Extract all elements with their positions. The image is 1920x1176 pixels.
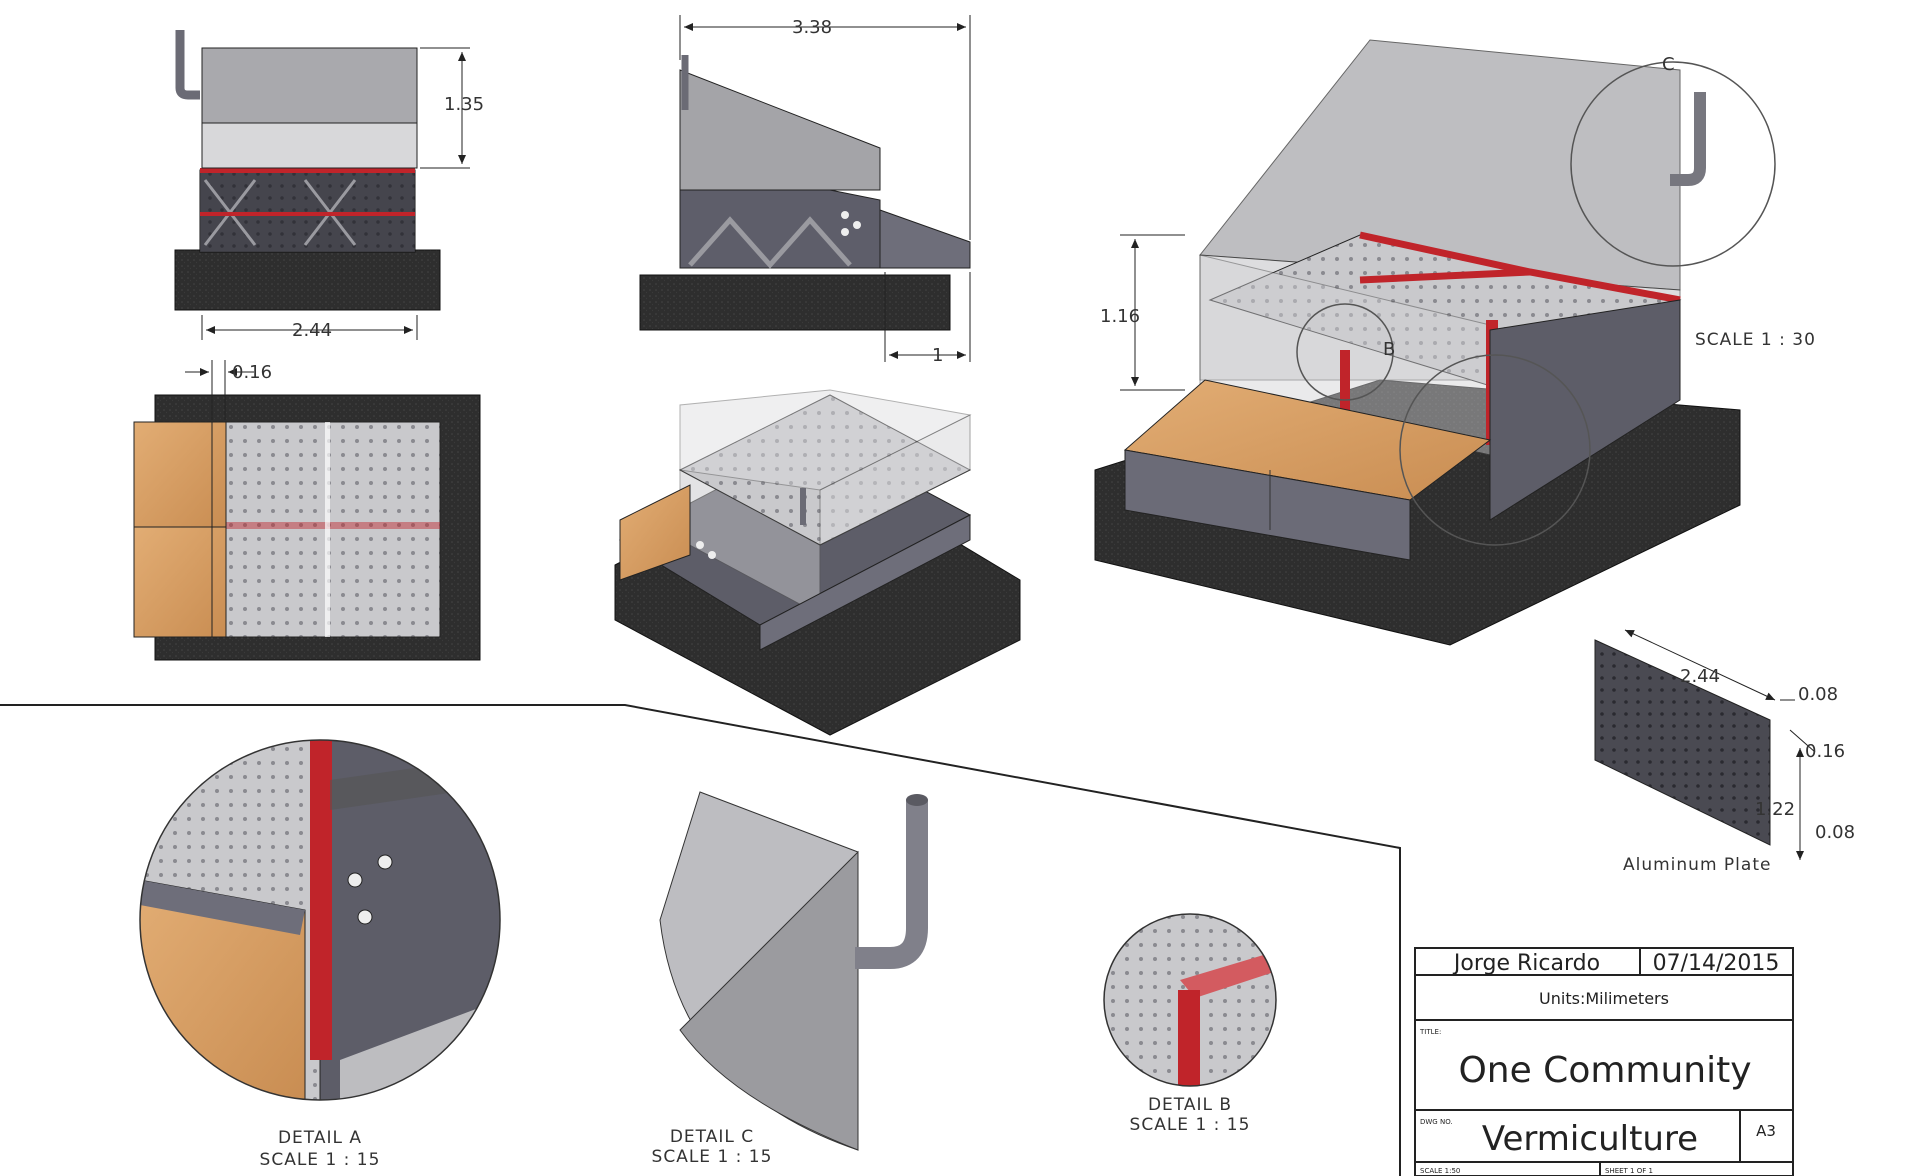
sheet-size: A3 bbox=[1756, 1122, 1776, 1140]
top-offset-dim: 0.16 bbox=[232, 362, 272, 383]
title-field-label: TITLE: bbox=[1419, 1028, 1441, 1036]
iso-height-dim: 1.16 bbox=[1100, 306, 1140, 327]
drawing-date: 07/14/2015 bbox=[1653, 951, 1780, 976]
front-view: 1.35 2.44 bbox=[174, 30, 484, 341]
side-offset-dim: 1 bbox=[932, 345, 943, 366]
units-note: Units:Milimeters bbox=[1539, 989, 1669, 1008]
detail-c: DETAIL C SCALE 1 : 15 bbox=[652, 791, 928, 1167]
iso-scale-note: SCALE 1 : 30 bbox=[1695, 330, 1816, 350]
plate-length-dim: 2.44 bbox=[1680, 666, 1720, 687]
plate-dim-4: 0.08 bbox=[1815, 822, 1855, 843]
detail-b-title: DETAIL B bbox=[1148, 1095, 1232, 1115]
detail-a: DETAIL A SCALE 1 : 15 bbox=[139, 739, 501, 1170]
plate-dim-2: 0.16 bbox=[1805, 741, 1845, 762]
scale-field: SCALE 1:50 bbox=[1420, 1167, 1460, 1175]
front-width-dim: 2.44 bbox=[292, 320, 332, 341]
iso-detail-b-tag: B bbox=[1383, 339, 1395, 360]
project-name: One Community bbox=[1458, 1050, 1751, 1091]
plate-dim-1: 0.08 bbox=[1798, 684, 1838, 705]
detail-b: DETAIL B SCALE 1 : 15 bbox=[1103, 913, 1277, 1135]
dwg-no-label: DWG NO. bbox=[1420, 1118, 1453, 1126]
sheet-field: SHEET 1 OF 1 bbox=[1605, 1167, 1653, 1175]
title-block: Jorge Ricardo 07/14/2015 Units:Milimeter… bbox=[1414, 947, 1794, 1176]
aluminum-plate-view: 2.44 0.08 0.16 1.22 0.08 Aluminum Plate bbox=[1594, 629, 1855, 875]
detail-c-scale: SCALE 1 : 15 bbox=[652, 1147, 773, 1167]
detail-a-title: DETAIL A bbox=[278, 1128, 362, 1148]
side-length-dim: 3.38 bbox=[792, 17, 832, 38]
detail-a-scale: SCALE 1 : 15 bbox=[260, 1150, 381, 1170]
author-name: Jorge Ricardo bbox=[1452, 951, 1600, 976]
top-view: 0.16 bbox=[133, 360, 481, 661]
plate-dim-3: 1.22 bbox=[1755, 799, 1795, 820]
detail-separator-lines bbox=[0, 704, 1401, 1176]
plate-title: Aluminum Plate bbox=[1623, 855, 1771, 875]
detail-c-title: DETAIL C bbox=[670, 1127, 754, 1147]
side-view: 3.38 1 bbox=[639, 15, 971, 366]
detail-b-scale: SCALE 1 : 15 bbox=[1130, 1115, 1251, 1135]
front-height-dim: 1.35 bbox=[444, 94, 484, 115]
small-iso-view bbox=[614, 389, 1021, 736]
drawing-name: Vermiculture bbox=[1482, 1119, 1698, 1159]
iso-detail-c-tag: C bbox=[1662, 54, 1675, 75]
large-iso-view: C B 1.16 SCALE 1 : 30 bbox=[1094, 39, 1816, 646]
